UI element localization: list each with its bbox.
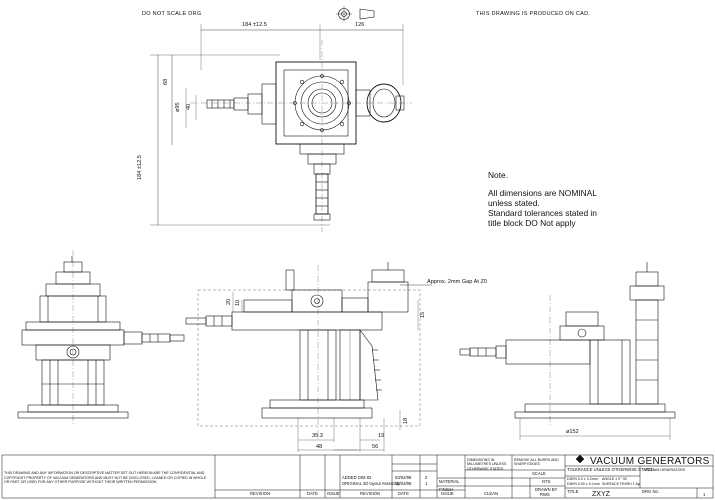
general-note: Note. All dimensions are NOMINAL unless … — [488, 170, 597, 228]
dim-56: 56 — [372, 444, 379, 450]
drawing-title: ZXYZ — [592, 491, 610, 498]
revision-row-2-date: 10/03/98 — [395, 481, 412, 486]
tolerance-title: TOLERANCE UNLESS OTHERWISE STATED — [567, 467, 654, 472]
date-column-label: DATE — [307, 491, 318, 496]
dim-width-left: 184 ±12.5 — [242, 22, 267, 28]
date-column-label-2: DATE — [398, 491, 409, 496]
front-section-view — [185, 262, 432, 452]
title-block — [1, 454, 714, 499]
company-name-small: VACUUM GENERATORS — [644, 468, 686, 472]
dim-height-top: 68 — [163, 78, 169, 85]
right-end-view — [459, 262, 676, 440]
cad-note: THIS DRAWING IS PRODUCED ON CAD. — [476, 11, 591, 17]
revision-column-label-2: REVISION — [360, 491, 381, 496]
finish-value: CLEAN — [484, 491, 498, 496]
dim-35-3: 35.3 — [312, 433, 323, 439]
left-end-view — [17, 250, 185, 425]
finish-label: FINISH — [439, 487, 453, 492]
revision-row-2-issue: 1 — [425, 481, 428, 486]
dim-diameter: ø95 — [175, 102, 181, 112]
plan-view — [150, 24, 412, 232]
revision-row-1-date: 03/02/98 — [395, 475, 412, 480]
dim-20: 20 — [226, 298, 232, 305]
burr-note: REMOVE ALL BURRS AND SHARP EDGES — [514, 458, 559, 467]
note-title: Note. — [488, 170, 509, 180]
company-name: VACUUM GENERATORS — [590, 456, 710, 467]
sheet-number: 1 — [703, 492, 706, 497]
issue-column-label-2: ISSUE — [441, 491, 454, 496]
revision-row-1-issue: 2 — [425, 475, 428, 480]
revision-row-2: ORIGINAL 3D layout Assembly — [342, 481, 400, 486]
drawing-number-label: DRG No. — [642, 489, 659, 494]
note-line-1: All dimensions are NOMINAL — [488, 188, 597, 198]
projection-symbol — [336, 6, 375, 22]
copyright-disclaimer: THIS DRAWING AND ANY INFORMATION OR DESC… — [4, 471, 207, 485]
material-label: MATERIAL — [439, 479, 460, 484]
scale-label: SCALE — [532, 471, 546, 476]
dim-18: 18 — [403, 417, 409, 424]
note-line-4: title block DO Not apply — [488, 218, 576, 228]
do-not-scale-note: DO NOT SCALE DRG — [142, 11, 202, 17]
scale-value: NTS — [542, 479, 551, 484]
drawn-by-label: DRAWN BY — [535, 487, 558, 492]
dim-width-right: 126 — [355, 22, 365, 28]
dim-10: 10 — [235, 299, 241, 306]
tolerance-line-3: ANGLE ± 0° 30' — [602, 477, 628, 481]
drawn-by-value: RWS — [540, 492, 550, 497]
note-line-3: Standard tolerances stated in — [488, 208, 597, 218]
tolerance-line-1: DIM'N 0.0 ± 0.2mm — [567, 477, 598, 481]
revision-row-1: ADDED DIM 82 — [342, 475, 372, 480]
tolerance-line-4: SURFACE FINISH 1.6μ — [602, 482, 640, 486]
dim-diameter-152: ø152 — [566, 429, 579, 435]
issue-column-label: ISSUE — [327, 491, 340, 496]
dim-15: 15 — [420, 311, 426, 318]
dim-19: 19 — [378, 433, 385, 439]
dim-height-left: 184 ±12.5 — [137, 155, 143, 180]
dim-48: 48 — [316, 444, 323, 450]
revision-column-label: REVISION — [250, 491, 271, 496]
dim-40: 40 — [186, 103, 192, 110]
tolerance-line-2: DIM'N 0.00 ± 0.1mm — [567, 482, 600, 486]
dimensions-note: DIMENSIONS IN MILLIMETRES UNLESS OTHERWI… — [467, 458, 507, 471]
title-label: TITLE — [567, 489, 579, 494]
note-line-2: unless stated. — [488, 198, 540, 208]
gap-callout: Approx. 2mm Gap At Z0 — [427, 279, 488, 285]
